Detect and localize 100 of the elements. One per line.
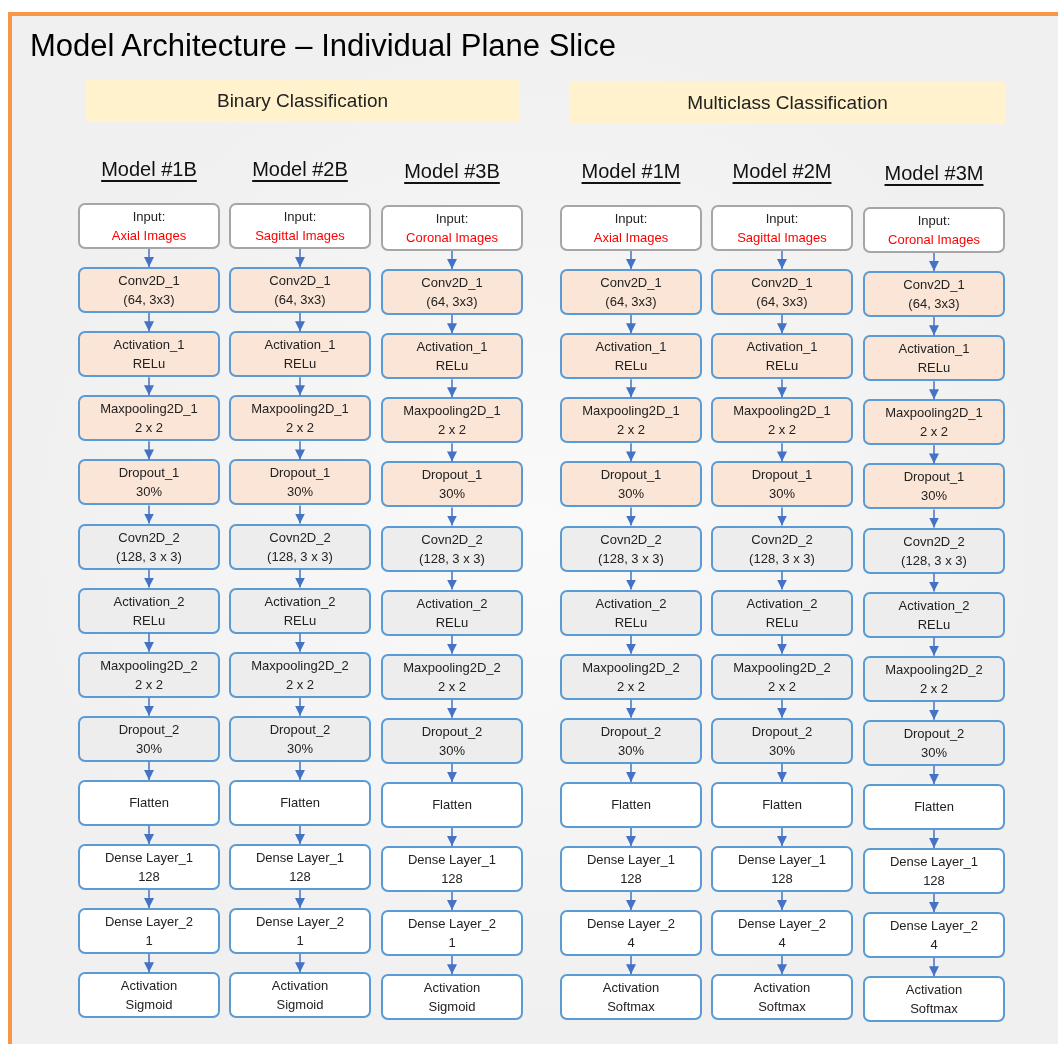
layer-box: Dense Layer_2 1 [78,908,220,955]
layer-box: Dense Layer_1 128 [78,844,220,890]
layer-box: Dropout_1 30% [78,459,220,506]
layer-box: Covn2D_2 (128, 3 x 3) [863,527,1005,574]
arrow [626,506,636,527]
arrow [626,763,636,783]
arrow [447,634,457,655]
arrow [626,827,636,847]
arrow [777,891,787,911]
layer-box: Input: Axial Images [560,205,702,251]
layer-box: Maxpooling2D_1 2 x 2 [711,397,853,444]
layer-box: Dense Layer_2 1 [229,908,371,955]
layer-box: Input: Sagittal Images [229,203,371,249]
layer-box: Activation_1 RELu [711,333,853,380]
arrow [144,632,154,653]
layer-box: Input: Coronal Images [863,207,1005,253]
layer-box: Conv2D_1 (64, 3x3) [711,269,853,316]
arrow [777,570,787,591]
arrow [447,378,457,399]
arrow [929,700,939,721]
layer-box: Flatten [78,779,220,826]
section-header-band: Multiclass Classification [570,82,1005,124]
arrow [295,696,305,717]
arrow [777,763,787,783]
layer-box: Activation_1 RELu [863,335,1005,382]
arrow [144,248,154,268]
layer-box: Dropout_1 30% [711,461,853,508]
arrow [929,444,939,465]
arrow [447,827,457,847]
arrow [626,634,636,655]
arrow [929,765,939,785]
arrow [295,953,305,973]
arrow [929,572,939,593]
layer-box: Dropout_1 30% [863,463,1005,510]
arrow [447,506,457,527]
layer-box: Conv2D_1 (64, 3x3) [78,267,220,314]
arrow [929,829,939,849]
layer-box: Flatten [863,783,1005,830]
arrow [295,761,305,781]
arrow [929,893,939,913]
arrow [295,248,305,268]
arrow [777,827,787,847]
layer-box: Activation_2 RELu [229,587,371,634]
arrow [144,440,154,461]
layer-box: Flatten [560,781,702,828]
layer-box: Maxpooling2D_1 2 x 2 [229,395,371,442]
arrow [626,250,636,270]
arrow [447,891,457,911]
layer-box: Dropout_2 30% [863,719,1005,766]
section-header-band: Binary Classification [85,80,520,122]
arrow [929,508,939,529]
arrow [144,312,154,332]
layer-box: Maxpooling2D_2 2 x 2 [229,651,371,698]
arrow [626,314,636,334]
arrow [777,314,787,334]
arrow [929,380,939,401]
arrow [447,314,457,334]
arrow [626,442,636,463]
arrow [295,632,305,653]
layer-box: Dense Layer_1 128 [229,844,371,890]
layer-box: Activation_2 RELu [78,587,220,634]
arrow [295,825,305,845]
arrow [447,442,457,463]
arrow [295,504,305,525]
arrow [447,763,457,783]
arrow [295,568,305,589]
arrow [144,376,154,397]
layer-box: Dense Layer_1 128 [863,848,1005,894]
arrow [777,955,787,975]
layer-box: Covn2D_2 (128, 3 x 3) [78,523,220,570]
layer-box: Dropout_2 30% [78,715,220,762]
layer-box: Dropout_2 30% [229,715,371,762]
arrow [144,825,154,845]
arrow [777,250,787,270]
layer-box: Activation Sigmoid [78,972,220,1019]
arrow [626,891,636,911]
arrow [929,636,939,657]
arrow [626,378,636,399]
layer-box: Flatten [229,779,371,826]
arrow [447,250,457,270]
arrow [777,442,787,463]
layer-box: Dropout_2 30% [560,717,702,764]
model-heading: Model #3B [403,160,501,183]
layer-box: Activation Sigmoid [229,972,371,1019]
layer-box: Input: Axial Images [78,203,220,249]
layer-box: Flatten [381,781,523,828]
arrow [929,957,939,977]
layer-box: Dense Layer_2 1 [381,910,523,957]
layer-box: Maxpooling2D_2 2 x 2 [78,651,220,698]
layer-box: Maxpooling2D_2 2 x 2 [711,653,853,700]
layer-box: Maxpooling2D_2 2 x 2 [863,655,1005,702]
layer-box: Dropout_2 30% [711,717,853,764]
arrow [447,570,457,591]
arrow [777,378,787,399]
layer-box: Flatten [711,781,853,828]
layer-box: Covn2D_2 (128, 3 x 3) [560,525,702,572]
layer-box: Dense Layer_2 4 [711,910,853,957]
arrow [144,761,154,781]
arrow [144,568,154,589]
arrow [447,955,457,975]
